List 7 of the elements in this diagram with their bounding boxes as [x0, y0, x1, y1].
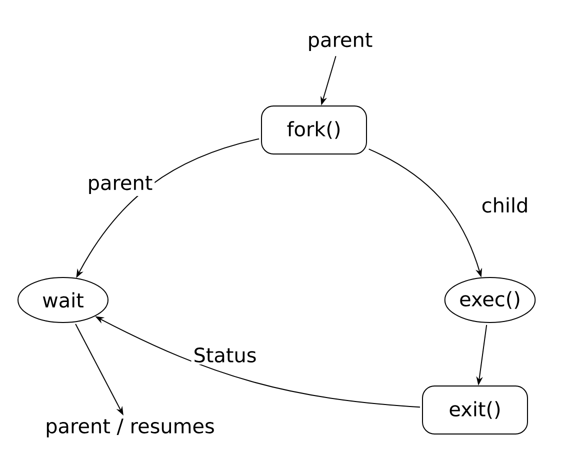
edge-label: Status — [191, 345, 259, 365]
label-text: parent / resumes — [46, 418, 214, 438]
edge-label: parent — [85, 174, 155, 196]
edge-label: child — [479, 195, 531, 215]
process-box: fork() — [261, 106, 367, 154]
label-text: parent — [309, 32, 372, 52]
process-box: exit() — [422, 386, 528, 434]
